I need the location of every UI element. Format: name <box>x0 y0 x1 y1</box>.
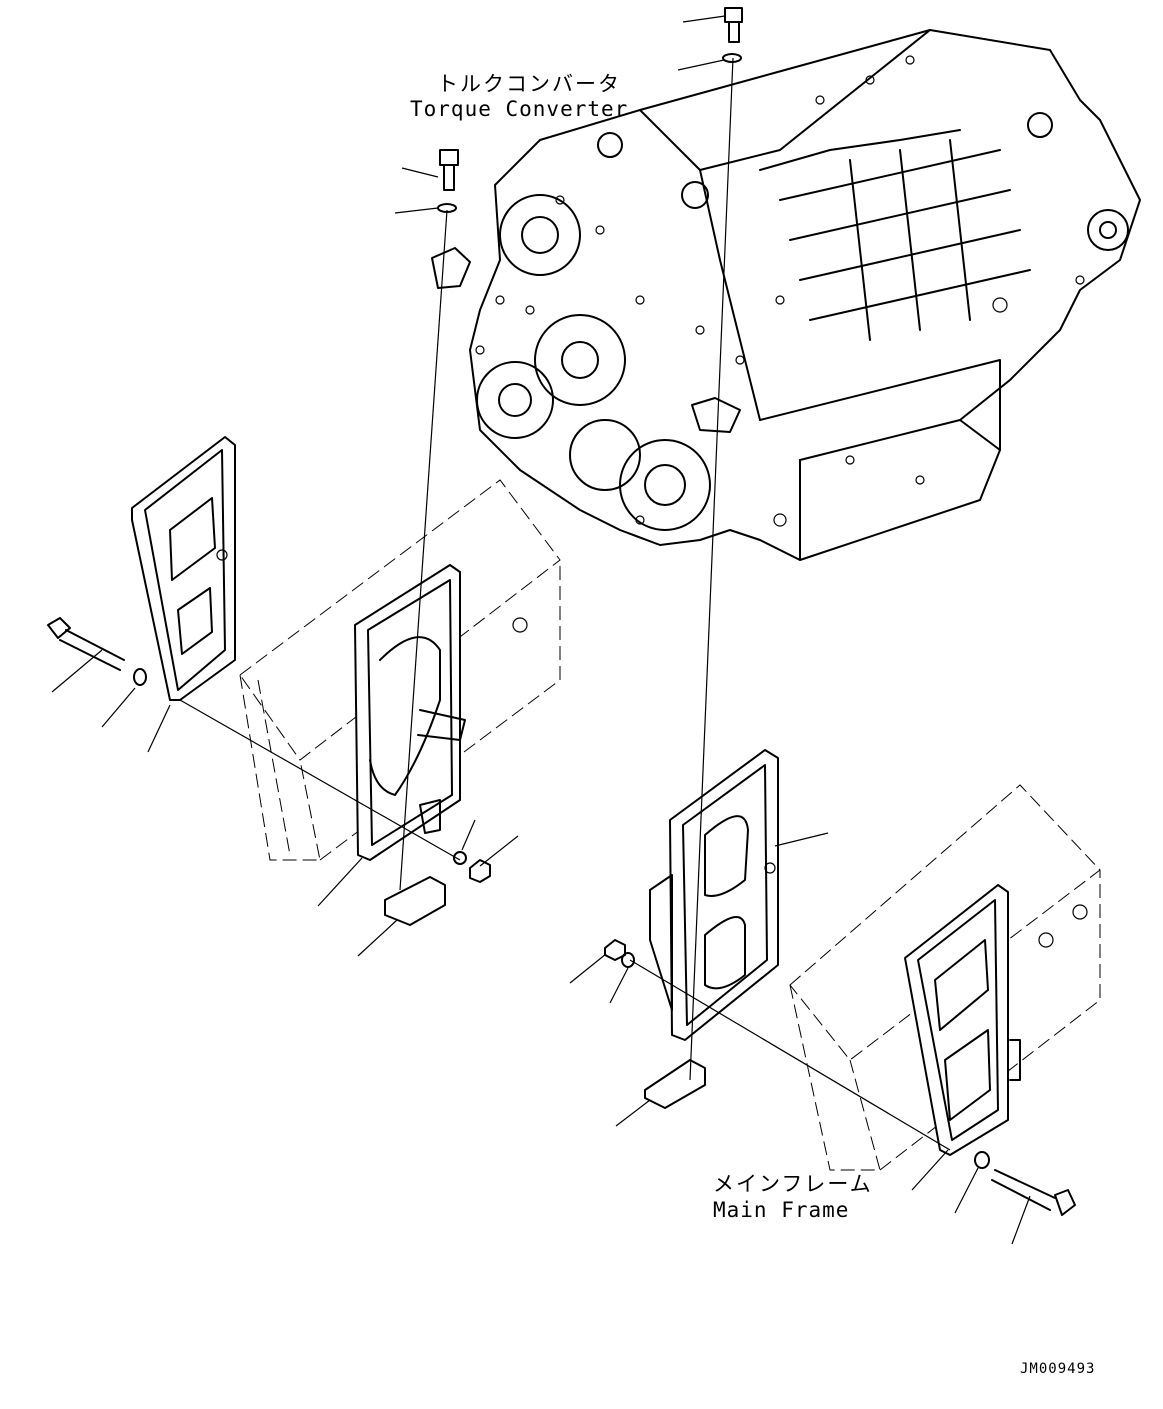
torque-converter-label-jp: トルクコンバータ <box>437 72 621 96</box>
main-frame-label-jp: メインフレーム <box>713 1172 873 1196</box>
left-clamp <box>384 876 446 926</box>
left-bracket <box>354 564 466 861</box>
fasteners <box>47 7 1076 1216</box>
left-mount-plate <box>131 436 236 701</box>
torque-converter-assembly <box>431 29 1141 561</box>
right-bracket <box>649 749 779 1041</box>
right-clamp <box>644 1059 706 1109</box>
drawing-code: JM009493 <box>1020 1361 1096 1377</box>
right-mount-plate <box>904 884 1021 1156</box>
leader-lines <box>51 15 1031 1245</box>
main-frame-label-en: Main Frame <box>713 1198 850 1222</box>
torque-converter-label-en: Torque Converter <box>410 97 629 121</box>
